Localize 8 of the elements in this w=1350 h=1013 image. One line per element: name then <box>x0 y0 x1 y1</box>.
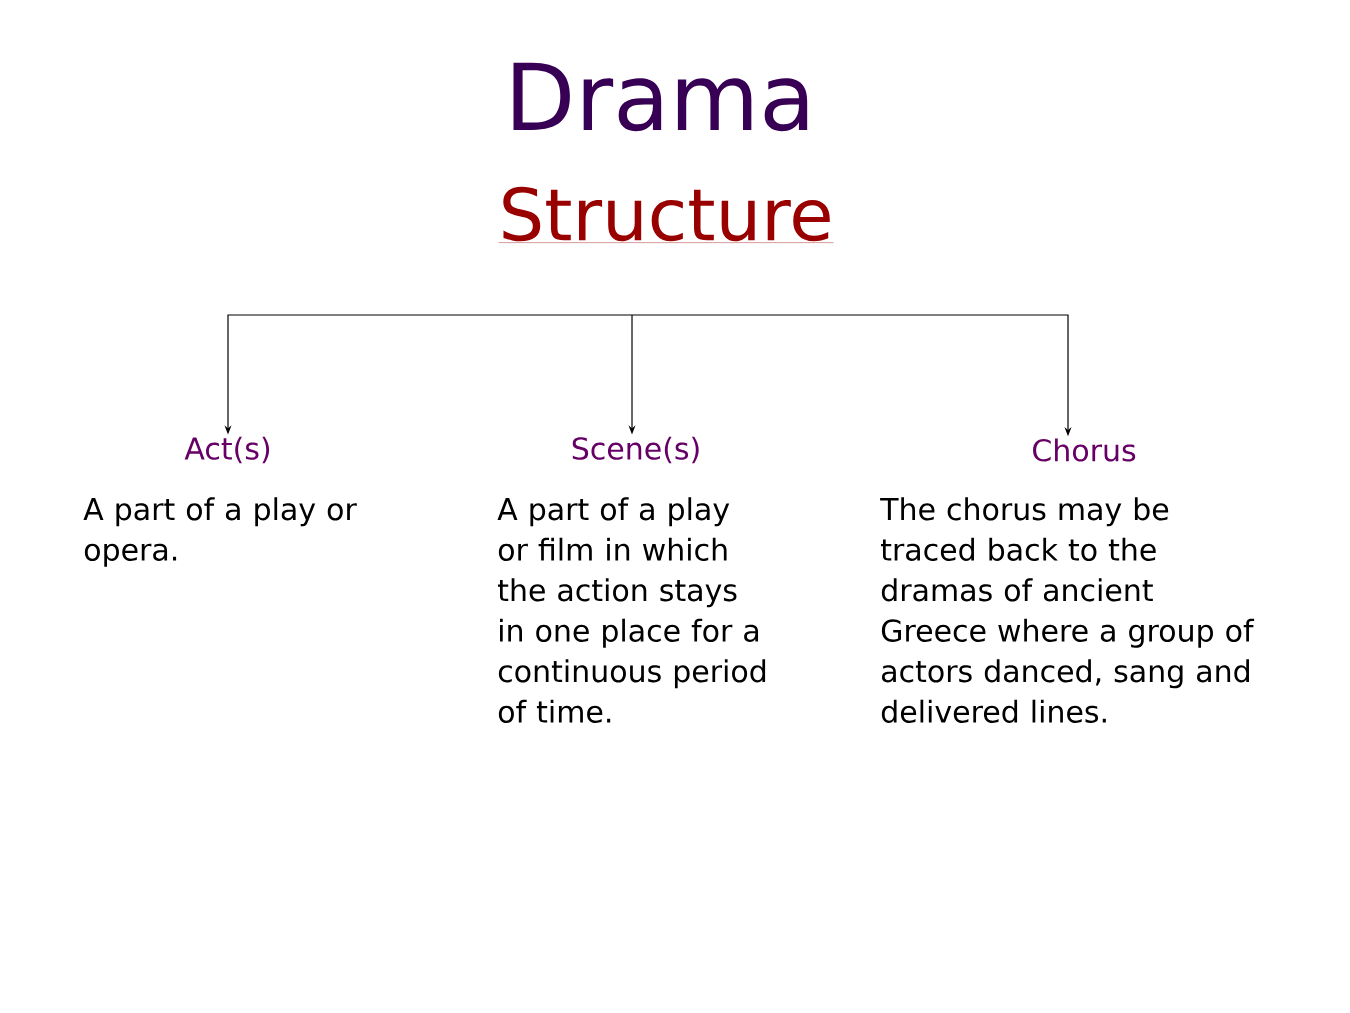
description: A part of a play or film in which the action stays in one place for a continuous period of time. <box>497 497 766 723</box>
heading: Act(s) <box>184 436 270 464</box>
heading: Scene(s) <box>572 436 699 464</box>
description: The chorus may be traced back to the dramas of ancient Greece where a group of actors danced, sang and delivered lines. <box>880 497 1255 723</box>
description: A part of a play or opera. <box>83 497 357 567</box>
title: Drama <box>513 62 808 132</box>
subtitle: Structure <box>498 186 834 243</box>
heading: Chorus <box>1033 438 1136 462</box>
